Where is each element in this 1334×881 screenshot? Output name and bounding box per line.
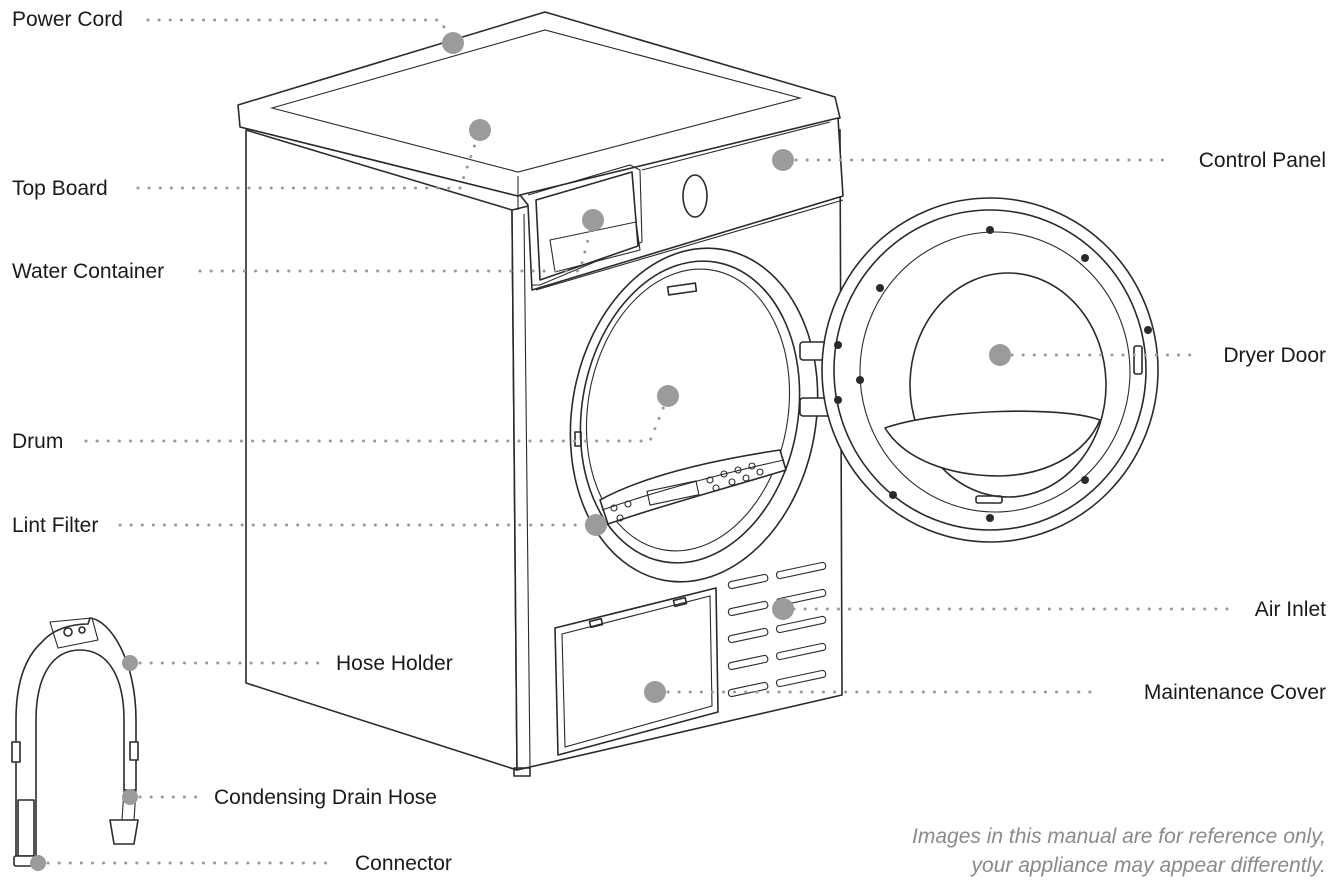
label-dryer-door: Dryer Door: [1223, 344, 1326, 367]
marker-power-cord: [442, 32, 464, 54]
disclaimer-line-2: your appliance may appear differently.: [971, 854, 1326, 877]
label-hose-holder: Hose Holder: [336, 652, 453, 675]
label-top-board: Top Board: [12, 177, 108, 200]
label-condensing-drain-hose: Condensing Drain Hose: [214, 786, 437, 809]
drum-opening: [569, 247, 819, 583]
label-air-inlet: Air Inlet: [1254, 598, 1326, 621]
label-water-container: Water Container: [12, 260, 165, 283]
marker-maintenance-cover: [644, 681, 666, 703]
marker-drum: [657, 385, 679, 407]
label-control-panel: Control Panel: [1198, 149, 1326, 172]
maintenance-cover: [554, 587, 719, 756]
marker-control-panel: [772, 149, 794, 171]
dryer-door: [821, 197, 1159, 543]
marker-water-container: [582, 209, 604, 231]
air-inlet-vents: [727, 561, 827, 698]
label-power-cord: Power Cord: [12, 8, 123, 31]
label-maintenance-cover: Maintenance Cover: [1143, 681, 1326, 704]
label-lint-filter: Lint Filter: [12, 514, 99, 537]
marker-condensing-drain-hose: [122, 789, 138, 805]
marker-top-board: [469, 119, 491, 141]
marker-connector: [30, 855, 46, 871]
marker-dryer-door: [989, 344, 1011, 366]
marker-dots: [30, 32, 1011, 871]
marker-lint-filter: [585, 514, 607, 536]
label-connector: Connector: [355, 852, 452, 875]
top-board: [237, 11, 841, 210]
label-drum: Drum: [12, 430, 64, 453]
reference-disclaimer: Images in this manual are for reference …: [912, 822, 1326, 880]
marker-hose-holder: [122, 655, 138, 671]
marker-air-inlet: [772, 598, 794, 620]
disclaimer-line-1: Images in this manual are for reference …: [912, 825, 1326, 848]
lint-filter: [599, 449, 787, 525]
